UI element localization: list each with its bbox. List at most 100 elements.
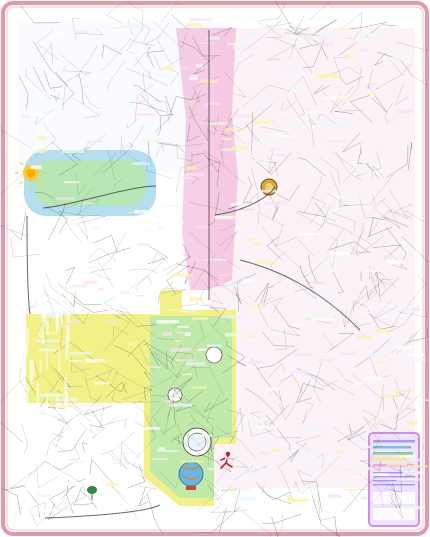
pathway-node: [132, 162, 149, 164]
left-column-chain: [37, 273, 40, 293]
pathway-node: [296, 447, 308, 451]
left-column-chain: [41, 294, 43, 317]
pathway-node: [344, 489, 360, 491]
pathway-node: [56, 508, 72, 511]
pathway-node: [276, 507, 287, 510]
pathway-node: [331, 208, 345, 211]
left-column-chain: [36, 413, 38, 433]
pathway-node: [86, 266, 98, 268]
pathway-node: [120, 291, 130, 295]
pathway-node: [96, 493, 105, 495]
pathway-node: [412, 308, 421, 311]
pathway-node: [142, 427, 160, 430]
pathway-node: [39, 92, 59, 95]
pathway-node: [55, 388, 73, 391]
pathway-node: [207, 468, 216, 470]
pathway-node: [152, 458, 168, 460]
pathway-node: [286, 297, 295, 299]
pathway-node: [134, 210, 147, 214]
pathway-node: [230, 115, 252, 118]
pathway-node: [286, 86, 298, 90]
pathway-node: [361, 496, 368, 499]
pathway-node: [96, 360, 114, 362]
pathway-node: [360, 160, 374, 162]
pathway-node: [260, 440, 276, 442]
pathway-node: [42, 111, 50, 115]
left-column-chain: [62, 263, 65, 275]
pathway-node: [195, 434, 212, 436]
pathway-node: [181, 67, 188, 70]
left-column-chain: [64, 377, 67, 404]
left-column-chain: [38, 299, 41, 314]
left-column-chain: [26, 473, 28, 499]
pathway-node: [225, 128, 244, 130]
left-column-chain: [36, 465, 37, 477]
pathway-node: [190, 100, 197, 102]
left-column-chain: [40, 326, 41, 338]
pathway-node: [83, 203, 93, 205]
pathway-node: [75, 31, 87, 33]
pathway-node: [181, 461, 204, 463]
pathway-node: [123, 453, 142, 456]
pathway-node: [94, 382, 109, 384]
left-column-chain: [61, 303, 63, 324]
left-column-chain: [61, 444, 62, 461]
pathway-node: [187, 166, 196, 169]
pathway-node: [397, 110, 413, 114]
pathway-node: [190, 511, 203, 514]
pathway-node: [214, 216, 237, 219]
pathway-node: [248, 238, 254, 241]
pathway-node: [80, 404, 100, 406]
pathway-node: [141, 237, 165, 240]
pathway-node: [266, 388, 279, 391]
pathway-node: [406, 359, 426, 361]
pathway-node: [87, 140, 103, 142]
pathway-node: [271, 148, 282, 150]
pathway-node: [21, 25, 33, 26]
pathway-node: [308, 428, 323, 431]
pathway-node: [190, 297, 203, 301]
left-column-chain: [64, 298, 67, 311]
pathway-node: [384, 255, 392, 259]
pathway-node: [106, 320, 117, 322]
pathway-node: [313, 290, 330, 293]
pathway-node: [248, 418, 265, 421]
pathway-node: [64, 181, 80, 183]
pathway-node: [234, 497, 255, 501]
pathway-node: [186, 173, 203, 176]
pathway-node: [207, 344, 222, 347]
pathway-node: [190, 75, 198, 78]
pathway-node: [382, 308, 390, 312]
left-column-chain: [33, 453, 35, 483]
pathway-node: [207, 122, 229, 125]
pathway-node: [251, 305, 268, 307]
pathway-node: [61, 325, 68, 328]
pathway-node: [124, 509, 130, 512]
left-column-chain: [30, 360, 33, 380]
pathway-node: [385, 119, 395, 121]
pathway-node: [176, 332, 187, 334]
left-column-chain: [46, 320, 49, 334]
pathway-node: [242, 279, 253, 282]
pathway-node: [254, 120, 275, 124]
left-column-chain: [65, 336, 68, 360]
pathway-node: [162, 332, 172, 336]
pathway-node: [360, 33, 380, 36]
pathway-node: [363, 312, 371, 314]
pathway-node: [259, 101, 272, 103]
pathway-node: [371, 473, 388, 476]
pathway-node: [87, 273, 101, 275]
pathway-node: [318, 43, 333, 47]
pathway-node: [338, 451, 344, 453]
pathway-node: [288, 498, 309, 502]
pathway-node: [325, 461, 333, 464]
left-column-chain: [26, 346, 29, 357]
left-column-chain: [63, 422, 66, 444]
pathway-node: [293, 353, 311, 356]
pathway-node: [204, 259, 227, 261]
pathway-node: [144, 139, 158, 142]
pathway-node: [350, 476, 363, 478]
pathway-node: [56, 198, 75, 200]
pathway-node: [396, 346, 416, 349]
pathway-node: [361, 48, 368, 51]
